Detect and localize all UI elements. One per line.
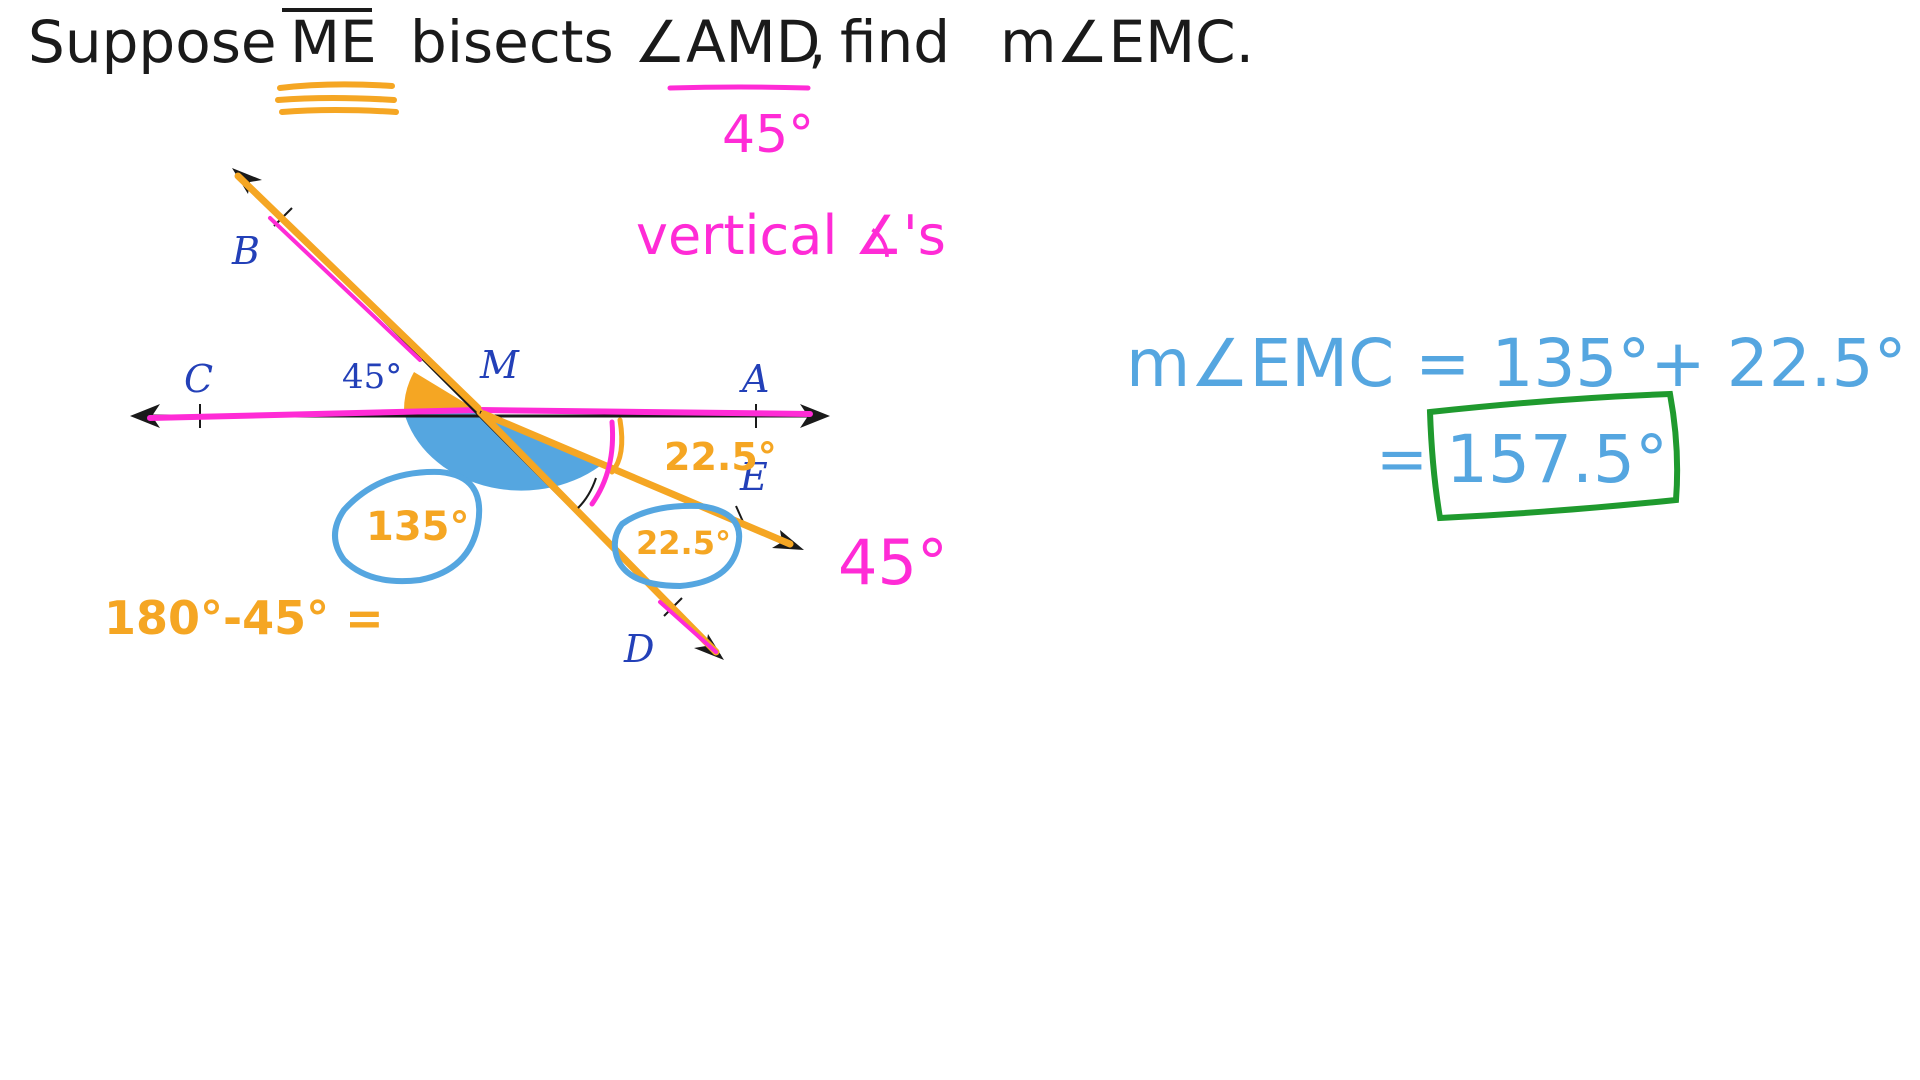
circle-22-5-outline [611, 502, 743, 590]
arrow-a-end [800, 404, 830, 428]
arc-value-22-5: 22.5° [664, 435, 777, 479]
problem-word-suppose: Suppose [28, 8, 277, 76]
arrow-c-end [130, 404, 160, 428]
me-underline-1 [277, 81, 395, 91]
solution-answer: 157.5° [1446, 421, 1668, 498]
problem-comma: , [808, 8, 826, 76]
vertical-angles-note: vertical ∡'s [636, 204, 946, 267]
solution-equals: = [1376, 422, 1428, 495]
circle-135-outline [332, 468, 483, 585]
point-label-a: A [739, 357, 769, 401]
calc-180-minus-45: 180°-45° = [104, 591, 384, 645]
arc-ame [609, 417, 625, 475]
point-label-e: E [739, 455, 768, 499]
amd-value-annotation: 45° [722, 105, 814, 165]
circled-135: 135° [332, 468, 483, 585]
me-underline-2 [275, 95, 397, 103]
right-45-annotation: 45° [838, 526, 948, 599]
circle-135-value: 135° [366, 504, 470, 550]
problem-underlines [275, 81, 811, 115]
me-underline-3 [279, 107, 399, 115]
ray-mb-magenta [268, 216, 422, 362]
amd-underline [667, 84, 811, 91]
solution-line-1: m∠EMC = 135°+ 22.5° [1126, 325, 1907, 402]
geometry-diagram: B C M A E D 45° 22.5° [130, 168, 830, 671]
arc-emd [577, 477, 597, 509]
ray-me-highlight [480, 410, 794, 548]
point-label-d: D [623, 627, 654, 671]
circle-22-5-value: 22.5° [636, 524, 731, 562]
circled-22-5: 22.5° [611, 502, 743, 590]
angle-cme-fill [404, 412, 600, 491]
answer-box [1426, 390, 1681, 522]
point-label-c: C [184, 357, 213, 401]
solution: m∠EMC = 135°+ 22.5° = 157.5° [1126, 325, 1907, 522]
ray-md-magenta [658, 600, 718, 654]
angle-label-45: 45° [342, 357, 402, 397]
point-label-b: B [231, 229, 260, 273]
problem-segment-me: ME [290, 8, 377, 76]
arc-amd-outer [589, 419, 616, 507]
problem-word-find: find [840, 8, 950, 76]
problem-angle-amd: ∠AMD [634, 8, 820, 76]
angle-bmc-fill [403, 372, 480, 412]
ray-md-highlight [476, 408, 720, 656]
problem-word-bisects: bisects [410, 8, 614, 76]
point-label-m: M [479, 343, 520, 387]
ray-mb-highlight [234, 172, 482, 412]
problem-target: m∠EMC. [1000, 8, 1254, 76]
problem-statement: Suppose ME bisects ∠AMD , find m∠EMC. [28, 8, 1254, 76]
